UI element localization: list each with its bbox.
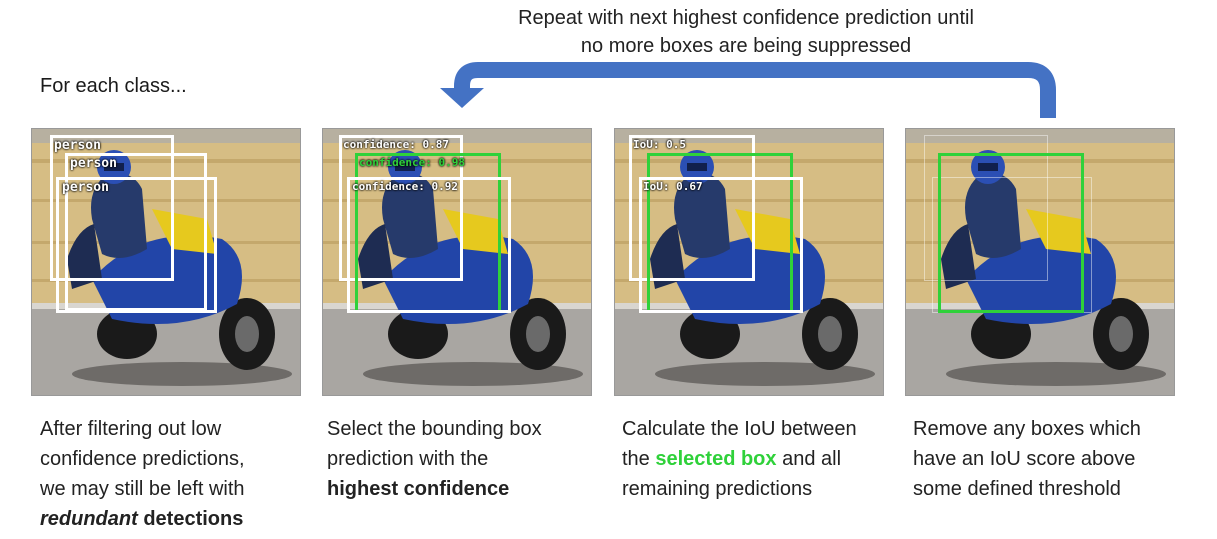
- confidence-label-1: confidence: 0.87: [343, 138, 449, 151]
- caption-step-1: After filtering out low confidence predi…: [40, 414, 310, 534]
- panel-remove-boxes: [905, 128, 1175, 396]
- caption-2-line1: Select the bounding box: [327, 418, 542, 440]
- box-label-1: person: [54, 138, 101, 153]
- caption-3-line3: remaining predictions: [622, 478, 813, 500]
- caption-1-emphasis: redundant: [40, 508, 138, 530]
- loop-description-line2: no more boxes are being suppressed: [580, 35, 912, 57]
- caption-1-tail: detections: [137, 508, 244, 530]
- remaining-box-2: [639, 177, 803, 313]
- caption-1-line2: confidence predictions,: [40, 448, 245, 470]
- caption-3-pre: the: [622, 448, 656, 470]
- confidence-label-3: confidence: 0.92: [352, 180, 458, 193]
- caption-1-line4: redundant detections: [40, 504, 310, 534]
- caption-2-line2: prediction with the: [327, 448, 489, 470]
- box-label-3: person: [62, 180, 109, 195]
- suppressed-box-1: [924, 135, 1048, 281]
- detection-box-3: [347, 177, 511, 313]
- iou-label-2: IoU: 0.67: [643, 180, 703, 193]
- panel-calculate-iou: IoU: 0.5 IoU: 0.67: [614, 128, 884, 396]
- loop-description: Repeat with next highest confidence pred…: [440, 4, 1052, 60]
- caption-step-3: Calculate the IoU between the selected b…: [622, 414, 892, 504]
- detection-box-2: [65, 153, 207, 311]
- detection-box-1: [50, 135, 174, 281]
- caption-1-line3: we may still be left with: [40, 478, 245, 500]
- detection-box-3: [56, 177, 217, 313]
- caption-4-line3: some defined threshold: [913, 478, 1121, 500]
- caption-2-bold: highest confidence: [327, 478, 510, 500]
- caption-4-line1: Remove any boxes which: [913, 418, 1141, 440]
- box-label-2: person: [70, 156, 117, 171]
- intro-text: For each class...: [40, 75, 187, 97]
- detection-box-1: [339, 135, 463, 281]
- panel-redundant-detections: person person person: [31, 128, 301, 396]
- panel-select-highest: confidence: 0.87 confidence: 0.98 confid…: [322, 128, 592, 396]
- caption-3-post: and all: [776, 448, 842, 470]
- loop-description-line1: Repeat with next highest confidence pred…: [518, 7, 974, 29]
- caption-3-highlight: selected box: [655, 448, 777, 470]
- caption-2-line3: highest confidence: [327, 474, 597, 504]
- caption-3-line2: the selected box and all: [622, 444, 892, 474]
- iou-label-1: IoU: 0.5: [633, 138, 686, 151]
- caption-step-2: Select the bounding box prediction with …: [327, 414, 597, 504]
- remaining-box-1: [629, 135, 755, 281]
- caption-3-line1: Calculate the IoU between: [622, 418, 857, 440]
- selected-box: [938, 153, 1084, 313]
- caption-4-line2: have an IoU score above: [913, 448, 1136, 470]
- caption-1-line1: After filtering out low: [40, 418, 222, 440]
- caption-step-4: Remove any boxes which have an IoU score…: [913, 414, 1183, 504]
- confidence-label-selected: confidence: 0.98: [359, 156, 465, 169]
